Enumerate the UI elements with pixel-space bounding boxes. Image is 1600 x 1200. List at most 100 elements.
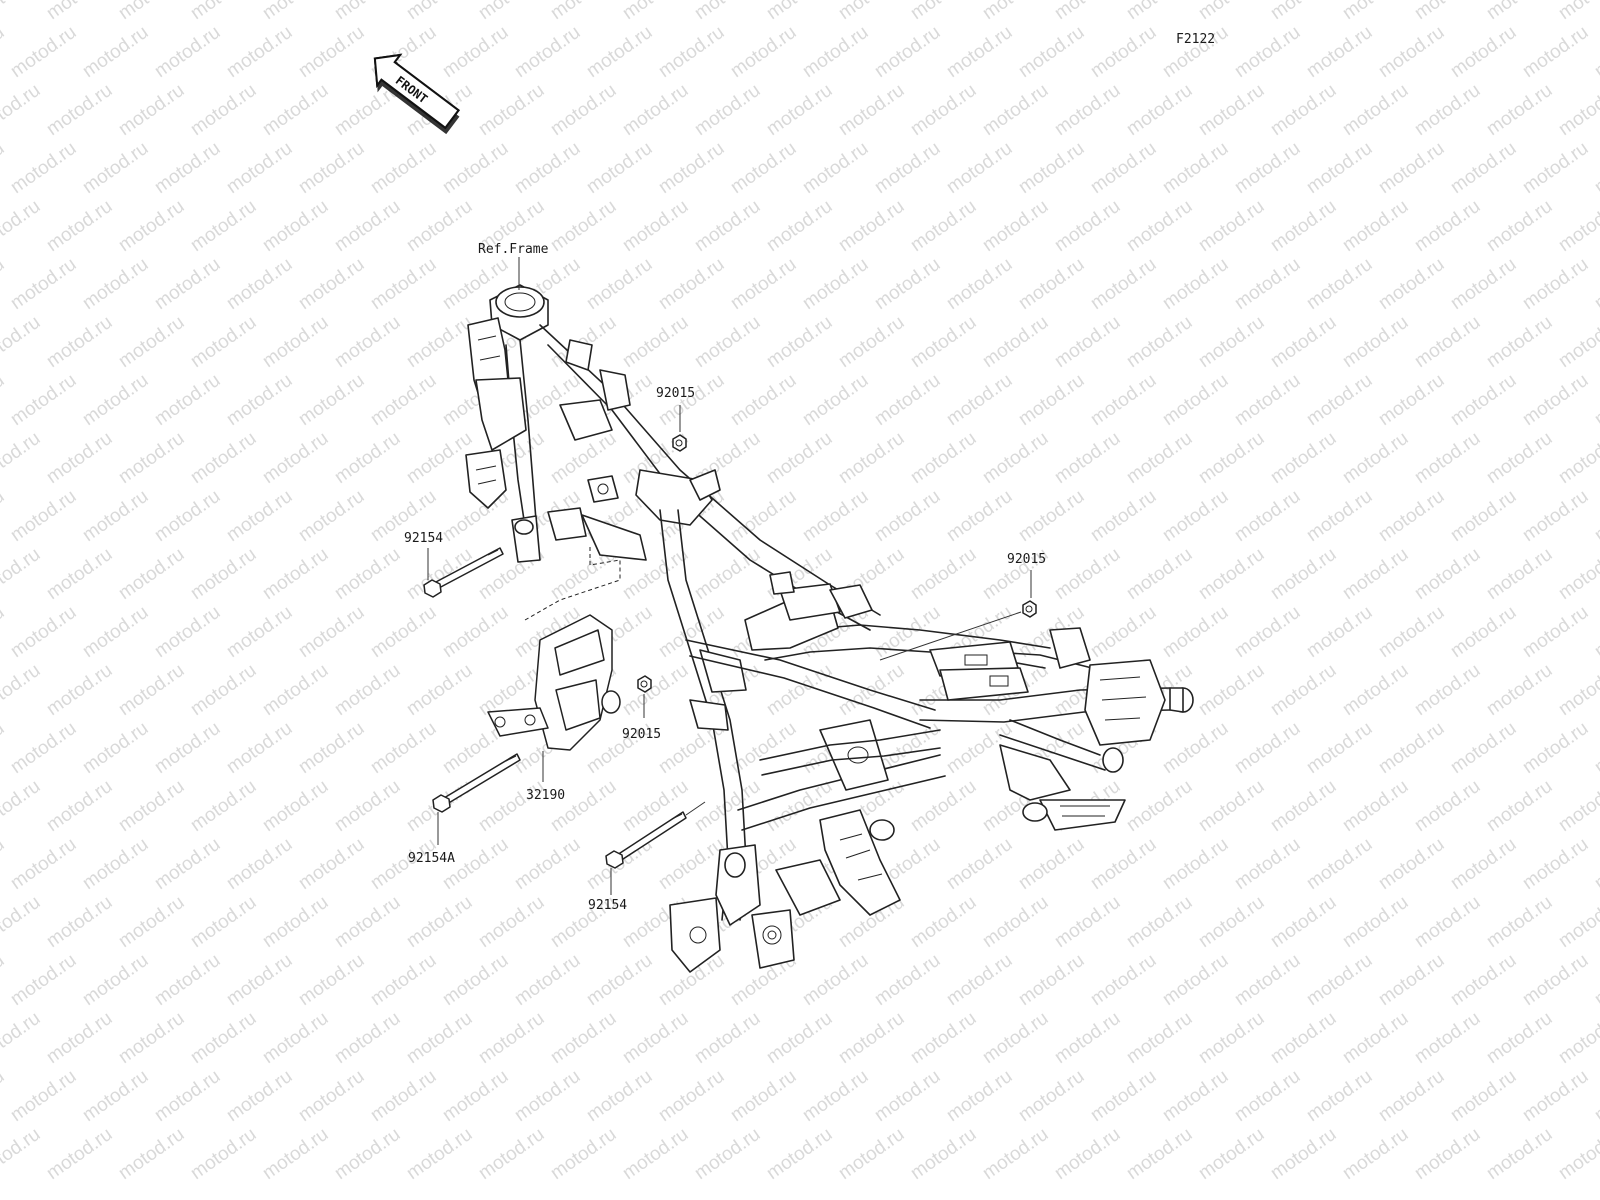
watermark-text: motod.ru (475, 892, 548, 952)
watermark-text: motod.ru (151, 22, 224, 82)
watermark-text: motod.ru (1195, 544, 1268, 604)
watermark-text: motod.ru (907, 892, 980, 952)
watermark-text: motod.ru (43, 776, 116, 836)
watermark-text: motod.ru (259, 776, 332, 836)
watermark-text: motod.ru (979, 1124, 1052, 1184)
watermark-text: motod.ru (1303, 486, 1376, 546)
watermark-text: motod.ru (1411, 196, 1484, 256)
watermark-text: motod.ru (1195, 0, 1268, 24)
watermark-text: motod.ru (43, 0, 116, 24)
watermark-text: motod.ru (691, 196, 764, 256)
watermark-text: motod.ru (1339, 1008, 1412, 1068)
watermark-text: motod.ru (511, 138, 584, 198)
watermark-text: motod.ru (1555, 196, 1600, 256)
watermark-text: motod.ru (187, 428, 260, 488)
watermark-text: motod.ru (1267, 1008, 1340, 1068)
watermark-text: motod.ru (295, 1066, 368, 1126)
watermark-text: motod.ru (187, 776, 260, 836)
watermark-text: motod.ru (907, 544, 980, 604)
watermark-text: motod.ru (259, 1008, 332, 1068)
watermark-text: motod.ru (1519, 602, 1592, 662)
watermark-text: motod.ru (1231, 486, 1304, 546)
watermark-text: motod.ru (115, 892, 188, 952)
watermark-text: motod.ru (1159, 138, 1232, 198)
watermark-text: motod.ru (79, 22, 152, 82)
watermark-text: motod.ru (1591, 486, 1600, 546)
watermark-text: motod.ru (331, 660, 404, 720)
watermark-text: motod.ru (1411, 0, 1484, 24)
bolt-upper-left-part (423, 547, 504, 598)
watermark-text: motod.ru (727, 254, 800, 314)
nut-bracket-part (637, 675, 652, 693)
watermark-text: motod.ru (511, 22, 584, 82)
watermark-text: motod.ru (1195, 196, 1268, 256)
watermark-text: motod.ru (331, 1008, 404, 1068)
watermark-text: motod.ru (1447, 602, 1520, 662)
callout-32190: 32190 (526, 788, 565, 803)
watermark-text: motod.ru (835, 196, 908, 256)
watermark-text: motod.ru (799, 254, 872, 314)
watermark-text: motod.ru (943, 834, 1016, 894)
watermark-text: motod.ru (1447, 950, 1520, 1010)
watermark-text: motod.ru (1267, 196, 1340, 256)
watermark-text: motod.ru (1267, 544, 1340, 604)
watermark-text: motod.ru (331, 776, 404, 836)
watermark-text: motod.ru (1483, 1008, 1556, 1068)
watermark-text: motod.ru (691, 1124, 764, 1184)
watermark-text: motod.ru (115, 660, 188, 720)
watermark-text: motod.ru (943, 254, 1016, 314)
watermark-text: motod.ru (367, 138, 440, 198)
watermark-text: motod.ru (475, 776, 548, 836)
watermark-text: motod.ru (1087, 602, 1160, 662)
watermark-text: motod.ru (1411, 80, 1484, 140)
watermark-text: motod.ru (799, 138, 872, 198)
watermark-text: motod.ru (799, 22, 872, 82)
watermark-text: motod.ru (79, 950, 152, 1010)
watermark-text: motod.ru (43, 892, 116, 952)
watermark-text: motod.ru (979, 80, 1052, 140)
watermark-text: motod.ru (1447, 718, 1520, 778)
watermark-text: motod.ru (1015, 834, 1088, 894)
watermark-text: motod.ru (43, 544, 116, 604)
watermark-text: motod.ru (1447, 22, 1520, 82)
callout-92015-upper: 92015 (656, 386, 695, 401)
watermark-text: motod.ru (727, 1066, 800, 1126)
watermark-text: motod.ru (943, 22, 1016, 82)
watermark-text: motod.ru (1519, 1066, 1592, 1126)
watermark-text: motod.ru (1015, 254, 1088, 314)
watermark-text: motod.ru (1303, 1066, 1376, 1126)
watermark-text: motod.ru (1519, 718, 1592, 778)
watermark-text: motod.ru (619, 1124, 692, 1184)
watermark-text: motod.ru (655, 22, 728, 82)
watermark-text: motod.ru (1015, 950, 1088, 1010)
watermark-text: motod.ru (943, 138, 1016, 198)
watermark-text: motod.ru (1231, 950, 1304, 1010)
watermark-text: motod.ru (1231, 602, 1304, 662)
watermark-text: motod.ru (727, 22, 800, 82)
callout-92154-upper-left: 92154 (404, 531, 443, 546)
watermark-text: motod.ru (1195, 892, 1268, 952)
watermark-text: motod.ru (0, 776, 44, 836)
watermark-text: motod.ru (1123, 892, 1196, 952)
watermark-text: motod.ru (115, 80, 188, 140)
watermark-text: motod.ru (259, 0, 332, 24)
watermark-text: motod.ru (151, 138, 224, 198)
watermark-text: motod.ru (1267, 428, 1340, 488)
watermark-text: motod.ru (295, 22, 368, 82)
watermark-text: motod.ru (1123, 1124, 1196, 1184)
watermark-text: motod.ru (619, 80, 692, 140)
watermark-text: motod.ru (619, 660, 692, 720)
watermark-text: motod.ru (1015, 486, 1088, 546)
watermark-text: motod.ru (151, 486, 224, 546)
watermark-text: motod.ru (1267, 660, 1340, 720)
watermark-text: motod.ru (907, 428, 980, 488)
watermark-text: motod.ru (1375, 138, 1448, 198)
watermark-text: motod.ru (115, 428, 188, 488)
watermark-text: motod.ru (439, 602, 512, 662)
watermark-text: motod.ru (1447, 138, 1520, 198)
watermark-text: motod.ru (439, 138, 512, 198)
watermark-text: motod.ru (367, 370, 440, 430)
watermark-text: motod.ru (1231, 22, 1304, 82)
watermark-text: motod.ru (439, 950, 512, 1010)
